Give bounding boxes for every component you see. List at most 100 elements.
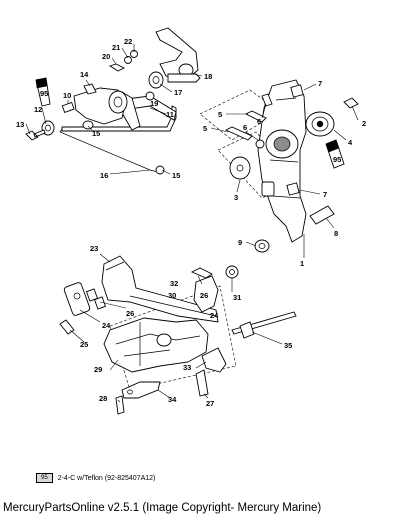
grease-tube-right: 95 — [325, 139, 345, 169]
callout-3: 3 — [234, 193, 238, 202]
bolt-27 — [195, 369, 209, 397]
callout-30: 30 — [168, 291, 176, 300]
callout-8: 8 — [334, 229, 338, 238]
disc-3-hole — [236, 164, 244, 172]
washer-21 — [124, 56, 132, 64]
nut-31 — [225, 265, 239, 279]
callout-6-upper: 6 — [257, 117, 261, 126]
callout-20: 20 — [102, 52, 110, 61]
actuator-cap — [108, 90, 128, 114]
clip-26-b — [93, 296, 107, 310]
callout-4: 4 — [348, 138, 353, 147]
callout-2: 2 — [362, 119, 366, 128]
lubricant-legend-text: 2-4-C w/Teflon (92-825407A12) — [57, 474, 156, 482]
block-center — [261, 181, 275, 197]
callout-23: 23 — [90, 244, 98, 253]
nut-9 — [254, 239, 270, 253]
bushing-17 — [148, 71, 164, 89]
leader-lines — [25, 44, 359, 403]
shift-rod — [61, 105, 177, 132]
callout-24-right: 24 — [210, 311, 219, 320]
plate-34 — [121, 381, 161, 399]
pad-7-lower — [286, 182, 300, 196]
callout-1: 1 — [300, 259, 304, 268]
screw-28 — [115, 395, 125, 415]
callout-33: 33 — [183, 363, 191, 372]
callout-22: 22 — [124, 37, 132, 46]
screw-6-upper — [261, 93, 273, 107]
lubricant-legend: 95 2-4-C w/Teflon (92-825407A12) — [36, 473, 155, 483]
bracket-hub-inner — [273, 136, 291, 152]
screw-5-upper — [244, 110, 267, 123]
callout-28: 28 — [99, 394, 107, 403]
washer-hole — [45, 124, 51, 132]
callout-26-right: 26 — [200, 291, 208, 300]
callout-21: 21 — [112, 43, 120, 52]
callout-17: 17 — [174, 88, 182, 97]
callout-14: 14 — [80, 70, 89, 79]
callout-10: 10 — [63, 91, 71, 100]
pin-8 — [309, 205, 335, 225]
plate-34-hole — [127, 389, 133, 395]
long-bracket-23-fold — [105, 261, 217, 317]
clip-33 — [201, 347, 227, 373]
callout-26-mid: 26 — [126, 309, 134, 318]
callout-29: 29 — [94, 365, 102, 374]
callout-13: 13 — [16, 120, 24, 129]
actuator-cap-hole — [113, 96, 123, 108]
bolt-13 — [25, 129, 46, 141]
cover-plate-24-hole — [73, 292, 81, 300]
grease-tube-left: 95 — [35, 77, 51, 107]
bracket-30 — [193, 275, 219, 313]
callout-numbers: 1 2 3 4 5 5 6 6 7 7 8 9 10 11 12 13 14 1… — [16, 37, 366, 408]
link-rod — [167, 73, 201, 83]
bearing-4-inner — [311, 116, 329, 132]
svg-text:95: 95 — [40, 89, 48, 98]
copyright-footer: MercuryPartsOnline v2.5.1 (Image Copyrig… — [3, 502, 322, 514]
callout-7-upper: 7 — [318, 79, 322, 88]
callout-12: 12 — [34, 105, 42, 114]
callout-27: 27 — [206, 399, 214, 408]
cable-end — [239, 321, 255, 339]
callout-31: 31 — [233, 293, 241, 302]
lower-assembly-29 — [103, 317, 209, 373]
lower-assembly-boss — [156, 333, 172, 347]
washer-6-lower — [255, 139, 265, 149]
callout-11: 11 — [166, 110, 174, 119]
grommet-lower — [155, 165, 165, 175]
callout-9: 9 — [238, 238, 242, 247]
callout-18: 18 — [204, 72, 212, 81]
callout-25: 25 — [80, 340, 88, 349]
washer — [41, 120, 55, 136]
callout-15-lower: 15 — [172, 171, 180, 180]
screw-32 — [190, 267, 213, 279]
callout-6-lower: 6 — [243, 123, 247, 132]
clip-26-a — [85, 288, 99, 302]
callout-35: 35 — [284, 341, 292, 350]
callout-5-lower: 5 — [203, 124, 207, 133]
bearing-4-core — [316, 120, 324, 128]
callout-34: 34 — [168, 395, 177, 404]
grommet-upper — [82, 120, 94, 130]
callout-32: 32 — [170, 279, 178, 288]
lubricant-badge: 95 — [36, 473, 53, 483]
callout-15-upper: 15 — [92, 129, 100, 138]
callout-19: 19 — [150, 99, 158, 108]
pad-7-upper — [290, 84, 304, 98]
disc-3 — [229, 156, 251, 180]
callout-16: 16 — [100, 171, 108, 180]
callout-5-upper: 5 — [218, 110, 222, 119]
callout-7-lower: 7 — [323, 190, 327, 199]
long-bracket-23 — [101, 255, 219, 323]
bushing-17-hole — [152, 76, 160, 84]
svg-text:95: 95 — [333, 155, 341, 164]
bracket-rib — [269, 97, 301, 199]
callout-24-left: 24 — [102, 321, 111, 330]
screw-20 — [108, 63, 126, 72]
clevis-pin — [61, 101, 75, 114]
washer-19 — [145, 91, 155, 101]
nut-9-hole — [258, 243, 266, 249]
screw-2 — [343, 97, 359, 109]
shift-rod-lower — [59, 128, 159, 173]
